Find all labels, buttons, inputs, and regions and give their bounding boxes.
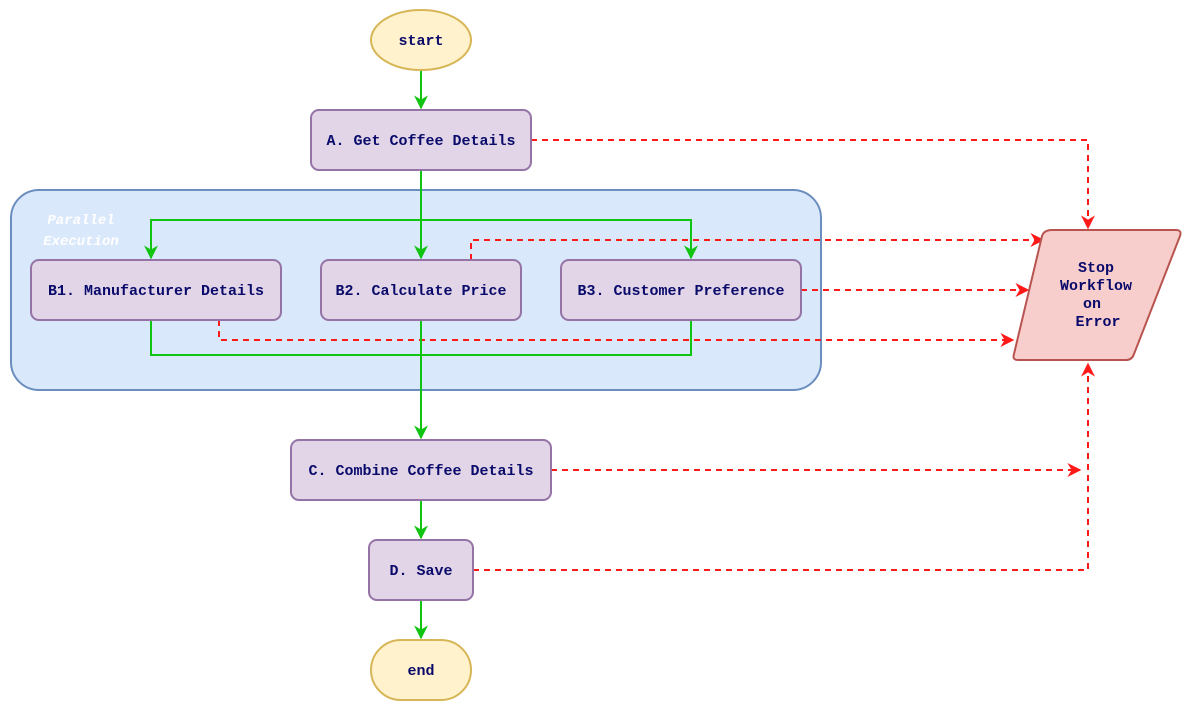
d-shape (368, 539, 474, 601)
c-shape (290, 439, 552, 501)
flow-edges (144, 70, 698, 640)
node-a-get-coffee-details[interactable]: A. Get Coffee Details (310, 109, 532, 171)
node-start[interactable]: start (370, 9, 472, 71)
b1-shape (30, 259, 282, 321)
b3-shape (560, 259, 802, 321)
stop-label-line1: Stop (1078, 260, 1114, 277)
flow-edge-a-to-b3 (421, 219, 698, 260)
error-edge-b2-to-stop (470, 233, 1045, 260)
node-b3-customer-preference[interactable]: B3. Customer Preference (560, 259, 802, 321)
node-b2-calculate-price[interactable]: B2. Calculate Price (320, 259, 522, 321)
b3-label: B3. Customer Preference (577, 283, 784, 300)
node-stop-workflow-on-error[interactable]: Stop Workflow on Error (1012, 229, 1182, 361)
end-shape (370, 639, 472, 701)
node-d-save[interactable]: D. Save (368, 539, 474, 601)
a-shape (310, 109, 532, 171)
start-label: start (398, 33, 443, 50)
a-label: A. Get Coffee Details (326, 133, 515, 150)
error-edges (218, 139, 1095, 571)
stop-shape (1012, 229, 1182, 361)
b1-label: B1. Manufacturer Details (48, 283, 264, 300)
stop-label-line3: on (1083, 296, 1101, 313)
flow-edge-a-to-b1 (144, 170, 422, 260)
stop-label-line4: Error (1075, 314, 1120, 331)
b2-shape (320, 259, 522, 321)
node-end[interactable]: end (370, 639, 472, 701)
d-label: D. Save (389, 563, 452, 580)
group-label-line1: Parallel (47, 213, 114, 229)
b2-label: B2. Calculate Price (335, 283, 506, 300)
node-b1-manufacturer-details[interactable]: B1. Manufacturer Details (30, 259, 282, 321)
end-label: end (407, 663, 434, 680)
c-label: C. Combine Coffee Details (308, 463, 533, 480)
group-label-line2: Execution (43, 234, 119, 250)
error-edge-d-to-stop (473, 362, 1095, 571)
node-c-combine-coffee-details[interactable]: C. Combine Coffee Details (290, 439, 552, 501)
start-shape (370, 9, 472, 71)
stop-label-line2: Workflow (1060, 278, 1132, 295)
